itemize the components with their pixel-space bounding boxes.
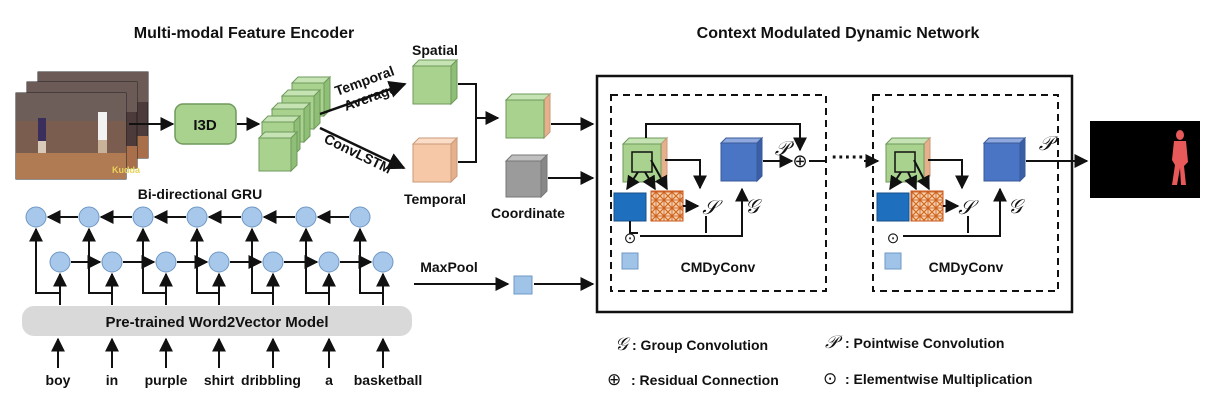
legend: 𝒢 : Group Convolution 𝒫 : Pointwise Conv… [607,332,1032,389]
legend-symbol: 𝒢 [615,334,631,355]
legend-text: : Elementwise Multiplication [845,371,1032,387]
stack-dots: ····· [831,147,864,169]
s-symbol: 𝒮 [702,195,723,219]
legend-symbol: ⊕ [607,370,621,389]
gru-input-arrows [29,227,390,305]
word: a [325,372,333,388]
i3d-label: I3D [193,117,217,134]
cmdyconv-block-2: 𝒮 ⊙ 𝒢 𝒫 CMDyConv [872,94,1059,292]
output-mask [1090,121,1200,198]
p-symbol: 𝒫 [1039,131,1059,155]
residual-plus-symbol: ⊕ [792,151,807,171]
i3d-box: I3D [174,103,237,145]
g-symbol: 𝒢 [1008,194,1026,218]
conv-lstm-label: ConvLSTM [322,130,395,176]
word: basketball [354,372,422,388]
gru-forward-row [49,251,394,273]
cmdyconv-dashed-box [872,94,1059,292]
legend-text: : Group Convolution [632,337,768,353]
input-words: boy in purple shirt dribbling a basketba… [46,337,422,388]
temporal-label: Temporal [404,191,466,207]
gru-backward-row [25,206,371,228]
word2vec-bar: Pre-trained Word2Vector Model [22,306,412,336]
word: in [106,372,118,388]
word2vec-label: Pre-trained Word2Vector Model [105,314,328,331]
cmdyconv-label: CMDyConv [681,259,756,275]
word: shirt [204,372,235,388]
video-watermark: Kudda [112,165,141,175]
legend-text: : Residual Connection [631,372,779,388]
legend-text: : Pointwise Convolution [845,335,1004,351]
cmdyconv-label: CMDyConv [929,259,1004,275]
word: dribbling [241,372,301,388]
encoder-title: Multi-modal Feature Encoder [134,25,354,42]
temporal-feature-cube [411,136,459,184]
cmdyconv-block-1: 𝒮 ⊙ 𝒢 𝒫 ⊕ CMDyConv [610,94,827,292]
gru-title: Bi-directional GRU [138,186,262,202]
maxpool-label: MaxPool [420,259,478,275]
dot-symbol: ⊙ [624,230,637,247]
video-frames: Kudda [15,71,149,180]
spatial-feature-cube [411,58,459,106]
word: purple [145,372,188,388]
feature-cube-stack [257,75,332,173]
coordinate-cube [504,153,549,199]
network-title: Context Modulated Dynamic Network [697,25,980,42]
feature-cube [257,130,299,173]
s-symbol: 𝒮 [958,195,979,219]
sentence-feature-square [513,275,533,295]
spatial-label: Spatial [412,42,458,58]
cmdn-outer-box [595,74,1074,314]
g-symbol: 𝒢 [745,194,763,218]
legend-symbol: 𝒫 [825,332,843,353]
legend-symbol: ⊙ [823,369,837,388]
dot-symbol: ⊙ [887,230,900,247]
cmdyconv-dashed-box [610,94,827,292]
fused-feature-cube [504,92,552,140]
coordinate-label: Coordinate [491,205,565,221]
video-frame-front: Kudda [15,92,141,180]
word: boy [46,372,71,388]
